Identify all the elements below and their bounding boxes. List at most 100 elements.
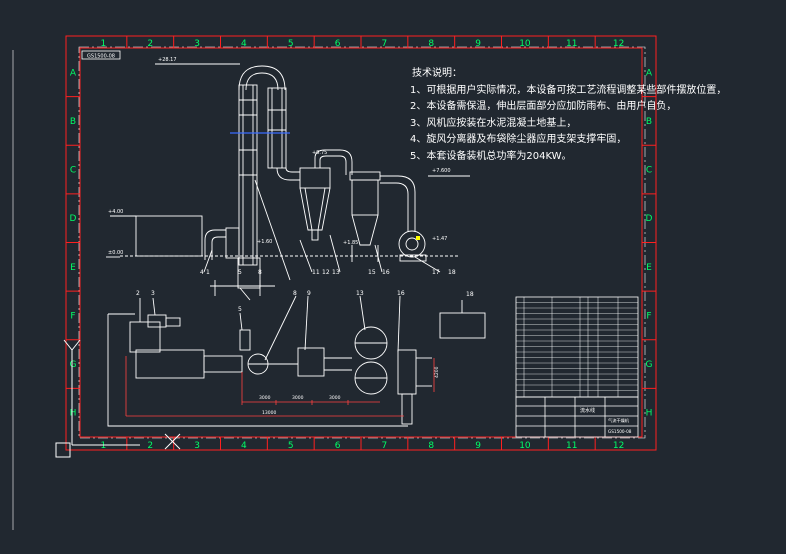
tech-note-1: 1、可根据用户实际情况，本设备可按工艺流程调整某些部件摆放位置， (410, 84, 727, 96)
elbow-to-cyclone (276, 167, 300, 181)
elevation-callout-17: 17 (432, 269, 440, 276)
column-label-3-bottom: 3 (194, 441, 200, 451)
elevation-callout-18: 18 (448, 269, 456, 276)
tech-note-5: 5、本套设备装机总功率为204KW。 (410, 150, 572, 162)
fan-housing (398, 230, 426, 258)
plan-view (107, 295, 486, 427)
elev-ground: ±0.00 (108, 250, 123, 256)
elevation-callout-12: 12 (322, 269, 330, 276)
tech-note-4: 4、旋风分离器及布袋除尘器应用支架支撑牢固， (410, 134, 627, 145)
plan-callout-16: 16 (397, 290, 405, 297)
column-label-5-top: 5 (288, 39, 294, 49)
pipe-to-fan (380, 175, 416, 232)
plan-inlet-duct (203, 355, 243, 373)
plan-fan (397, 349, 417, 395)
border-ticks (66, 36, 656, 450)
plan-callout-5: 5 (238, 306, 242, 313)
dim-overall: 13000 (262, 410, 276, 416)
tech-notes: 技术说明： 1、可根据用户实际情况，本设备可按工艺流程调整某些部件摆放位置， 2… (410, 66, 726, 165)
elevation-callout-11: 11 (312, 269, 320, 276)
column-label-6-bottom: 6 (335, 441, 341, 451)
column-label-8-bottom: 8 (428, 441, 434, 451)
column-label-9-bottom: 9 (475, 441, 481, 451)
pipe-to-bagfilter (314, 149, 353, 175)
tech-notes-title: 技术说明： (412, 68, 462, 79)
column-label-11-bottom: 11 (566, 441, 577, 451)
ucs-icon (55, 339, 140, 458)
plan-callout-18: 18 (466, 291, 474, 298)
column-label-7-top: 7 (382, 39, 388, 49)
column-label-4-bottom: 4 (241, 441, 247, 451)
plan-mixer (297, 347, 325, 377)
column-label-6-top: 6 (335, 39, 341, 49)
control-cabinet (439, 312, 486, 339)
dim-b: 3000 (292, 395, 304, 401)
elev-low-b: +1.85 (343, 240, 358, 246)
parts-list (515, 296, 639, 398)
dim-c: 3000 (329, 395, 341, 401)
row-label-C-left: C (70, 166, 76, 176)
crosshair-cursor (164, 433, 181, 450)
code-box-text: GS1500-08 (87, 54, 115, 60)
tech-note-2: 2、本设备需保温，伸出层面部分应加防雨布、由用户自负， (410, 101, 677, 112)
column-label-10-top: 10 (519, 39, 531, 49)
bagfilter-hopper (351, 214, 379, 246)
elev-low-c: +1.47 (432, 236, 447, 242)
column-label-5-bottom: 5 (288, 441, 294, 451)
hot-air-pipe (204, 229, 226, 260)
riser-arch-outer (238, 65, 286, 91)
column-label-10-bottom: 10 (519, 441, 531, 451)
column-label-12-bottom: 12 (613, 441, 624, 451)
cyclone-1-cone (299, 187, 331, 231)
elev-low-a: +1.60 (257, 239, 272, 245)
elevation-callout-5: 5 (238, 269, 242, 276)
code-box (81, 50, 121, 60)
column-label-3-top: 3 (194, 39, 200, 49)
elev-outlet: +7.600 (432, 168, 451, 174)
row-label-A-right: A (646, 68, 653, 78)
title-drawing-name: 气流干燥机 (608, 417, 630, 424)
row-label-G-left: G (70, 360, 77, 370)
cyclone-1-body (299, 167, 331, 189)
row-label-B-left: B (70, 117, 76, 127)
plan-outline (107, 314, 408, 427)
column-label-4-top: 4 (241, 39, 247, 49)
row-label-F-left: F (70, 311, 75, 321)
row-label-H-right: H (646, 409, 653, 419)
plan-callout-3: 3 (151, 290, 155, 297)
plan-callout-9: 9 (307, 290, 311, 297)
title-code: GS1500-08 (608, 429, 632, 434)
row-label-A-left: A (70, 68, 77, 78)
furnace-box (135, 215, 203, 257)
elevation-callout-1: 1 (206, 269, 210, 276)
column-label-1-top: 1 (101, 39, 107, 49)
column-label-2-top: 2 (147, 39, 153, 49)
column-label-8-top: 8 (428, 39, 434, 49)
dim-vertical: 4200 (434, 366, 440, 378)
bagfilter-body (351, 179, 379, 216)
column-label-11-top: 11 (566, 39, 577, 49)
row-label-E-right: E (646, 263, 652, 273)
column-label-2-bottom: 2 (147, 441, 153, 451)
dimension-lines (125, 356, 435, 417)
downcomer-duct (267, 87, 287, 169)
fan-marker (416, 236, 420, 240)
row-label-B-right: B (646, 117, 652, 127)
column-label-9-top: 9 (475, 39, 481, 49)
column-label-1-bottom: 1 (101, 441, 107, 451)
bagfilter-top (349, 171, 381, 181)
elev-furnace-top: +4.00 (108, 209, 123, 215)
elevation-callout-16: 16 (382, 269, 390, 276)
plan-callout-13: 13 (356, 290, 364, 297)
column-label-12-top: 12 (613, 39, 624, 49)
row-label-D-left: D (70, 214, 77, 224)
row-label-E-left: E (70, 263, 76, 273)
elev-top-pipe: +28.17 (158, 57, 177, 63)
plan-callout-2: 2 (136, 290, 140, 297)
plan-furnace (135, 349, 205, 379)
elevation-callout-8: 8 (258, 269, 262, 276)
